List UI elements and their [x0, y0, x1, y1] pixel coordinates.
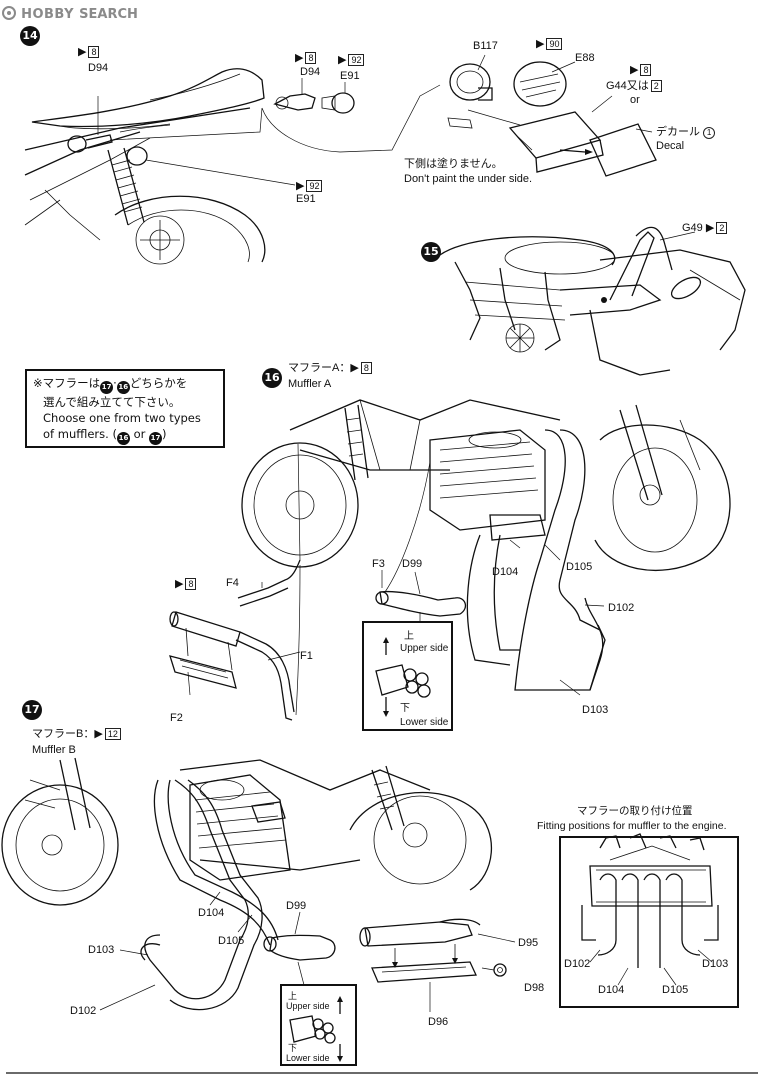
- lower-jp-a: 下: [400, 703, 410, 714]
- e91-b-runner: ▶92: [296, 180, 323, 192]
- e88-runner: ▶90: [536, 38, 563, 50]
- note-ref-16-badge: 16: [116, 381, 130, 394]
- muffler-a-title-en: Muffler A: [288, 378, 332, 390]
- upper-en-a: Upper side: [400, 643, 449, 654]
- logo-mark-icon: [2, 6, 16, 20]
- label-d104-b: D104: [198, 907, 225, 919]
- fitting-title-en: Fitting positions for muffler to the eng…: [537, 820, 727, 832]
- label-d99-a: D99: [402, 558, 423, 570]
- connector-end-icon: [375, 637, 431, 717]
- note-ref-16b-badge: 16: [116, 432, 130, 445]
- label-d98: D98: [524, 982, 545, 994]
- arrow-icon: ▶: [296, 180, 305, 192]
- label-d102-a: D102: [608, 602, 635, 614]
- fitting-label-d103: D103: [702, 958, 729, 970]
- note-ref-17b-badge: 17: [149, 432, 163, 445]
- label-b117: B117: [473, 40, 498, 52]
- arrow-icon: ▶: [630, 64, 639, 76]
- label-d103-b: D103: [88, 944, 115, 956]
- step-14-badge: 14: [20, 26, 40, 46]
- lower-en-a: Lower side: [400, 717, 449, 728]
- fitting-label-d105: D105: [662, 984, 689, 996]
- muffler-b-title: マフラーB：▶12: [32, 728, 121, 740]
- e91-a-runner: ▶92: [338, 54, 365, 66]
- lower-en-b: Lower side: [286, 1053, 330, 1063]
- f-runner: ▶8: [175, 578, 197, 590]
- paint-note-jp: 下側は塗りません。: [404, 158, 503, 170]
- step-15-badge: 15: [421, 242, 441, 262]
- g44-runner: ▶8: [630, 64, 652, 76]
- connector-end-icon: [289, 996, 343, 1062]
- logo-word-hobby: HOBBY: [21, 7, 75, 22]
- muffler-a-title: マフラーA：▶8: [288, 362, 372, 374]
- fitting-label-d104: D104: [598, 984, 625, 996]
- label-or: or: [630, 94, 640, 106]
- label-d99-b: D99: [286, 900, 307, 912]
- step16-drawing: [169, 399, 731, 721]
- label-d105-b: D105: [218, 935, 245, 947]
- fitting-label-d102: D102: [564, 958, 591, 970]
- label-e91-b: E91: [296, 193, 316, 205]
- label-f2: F2: [170, 712, 183, 724]
- paint-note-en: Don't paint the under side.: [404, 173, 533, 185]
- fitting-position-inset: [559, 836, 739, 1008]
- label-d105-a: D105: [566, 561, 593, 573]
- arrow-icon: ▶: [78, 46, 87, 58]
- label-e88: E88: [575, 52, 595, 64]
- note-line-4: of mufflers. (16 or 17): [33, 426, 217, 445]
- arrow-icon: ▶: [536, 38, 545, 50]
- label-e91-a: E91: [340, 70, 360, 82]
- lower-jp-b: 下: [288, 1043, 298, 1053]
- logo-word-search: SEARCH: [79, 7, 138, 22]
- arrow-icon: ▶: [94, 728, 103, 740]
- arrow-icon: ▶: [295, 52, 304, 64]
- d94-a-runner: ▶8: [78, 46, 100, 58]
- step14-drawing: [24, 54, 657, 265]
- step15-drawing: [439, 226, 746, 376]
- arrow-icon: ▶: [338, 54, 347, 66]
- upper-en-b: Upper side: [286, 1001, 330, 1011]
- label-f1: F1: [300, 650, 313, 662]
- label-d94-b: D94: [300, 66, 321, 78]
- label-f4: F4: [226, 577, 239, 589]
- label-decal: デカール 1: [656, 126, 716, 139]
- note-line-3: Choose one from two types: [43, 411, 201, 425]
- label-d102-b: D102: [70, 1005, 97, 1017]
- muffler-b-title-en: Muffler B: [32, 744, 76, 756]
- fitting-drawing: [581, 833, 719, 986]
- step17-drawing: [1, 757, 516, 1012]
- hobbysearch-logo: HOBBY SEARCH: [2, 3, 138, 22]
- label-d94-a: D94: [88, 62, 109, 74]
- step-17-badge: 17: [22, 700, 42, 720]
- label-f3: F3: [372, 558, 385, 570]
- label-decal-en: Decal: [656, 140, 685, 152]
- label-g49: G49 ▶2: [682, 222, 728, 234]
- note-ref-17-badge: 17: [100, 381, 114, 394]
- label-d95: D95: [518, 937, 539, 949]
- step-16-badge: 16: [262, 368, 282, 388]
- label-d103-a: D103: [582, 704, 609, 716]
- upper-jp-a: 上: [404, 631, 414, 642]
- note-line-2: 選んで組み立てて下さい。: [43, 395, 181, 409]
- upper-jp-b: 上: [288, 991, 298, 1001]
- arrow-icon: ▶: [705, 222, 715, 234]
- orientation-inset-a: 上 Upper side 下 Lower side: [362, 621, 453, 731]
- orientation-inset-b: 上 Upper side 下 Lower side: [280, 984, 357, 1066]
- label-d104-a: D104: [492, 566, 519, 578]
- arrow-icon: ▶: [350, 362, 359, 374]
- d94-b-runner: ▶8: [295, 52, 317, 64]
- label-d96: D96: [428, 1016, 449, 1028]
- fitting-title-jp: マフラーの取り付け位置: [577, 805, 693, 817]
- arrow-icon: ▶: [175, 578, 184, 590]
